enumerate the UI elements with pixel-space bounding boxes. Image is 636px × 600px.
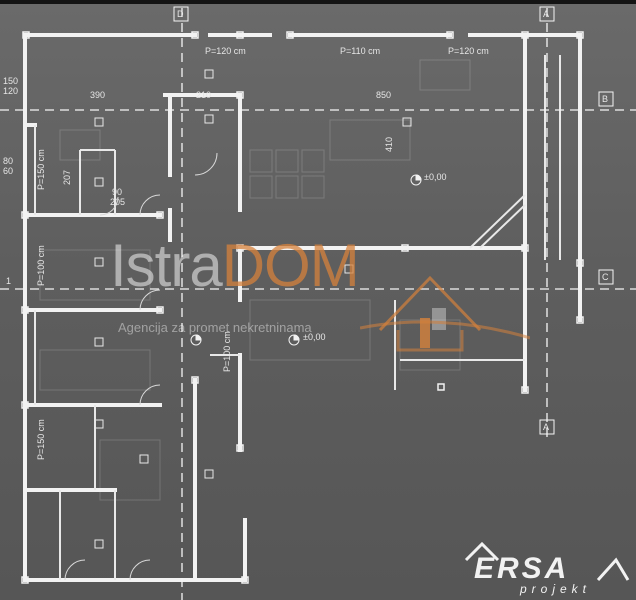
watermark-brand: IstraDOM (110, 236, 360, 296)
door-swings (64, 152, 218, 581)
opening-label: P=150 cm (36, 419, 46, 460)
opening-label: P=100 cm (222, 331, 232, 372)
dimension-label: 80 (3, 156, 14, 166)
columns (21, 31, 584, 584)
dimension-label: 120 (3, 86, 19, 96)
dimension-label: 207 (62, 169, 72, 185)
dimension-label: 410 (384, 136, 394, 152)
elevation-label: ±0,00 (424, 172, 447, 182)
partitions (34, 55, 561, 580)
opening-label: P=110 cm (340, 46, 381, 56)
axis-label-b: B (602, 94, 609, 104)
opening-label: P=100 cm (36, 245, 46, 286)
logo-subtitle: projekt (520, 582, 592, 596)
room-tags (94, 69, 412, 549)
dimension-label: 850 (376, 90, 392, 100)
axis-label-c: C (602, 272, 609, 282)
axis-bubbles (173, 6, 614, 435)
watermark-tagline: Agencija za promet nekretninama (118, 320, 312, 335)
dimension-label: 210 (196, 90, 212, 100)
dimension-label: 150 (3, 76, 19, 86)
watermark-brand-part2: DOM (221, 232, 360, 299)
axis-lines (0, 8, 636, 600)
opening-label: P=150 cm (36, 149, 46, 190)
opening-label: P=120 cm (205, 46, 246, 56)
dimension-label: 60 (3, 166, 14, 176)
axis-label-d: D (177, 9, 184, 19)
axis-label-a-bottom: A (543, 422, 550, 432)
dimension-label: 90 (112, 187, 123, 197)
opening-label: P=120 cm (448, 46, 489, 56)
elevation-markers (190, 174, 422, 346)
watermark-brand-part1: Istra (110, 232, 223, 299)
axis-label-a-top: A (543, 9, 550, 19)
axis-label-1: 1 (6, 276, 12, 286)
furniture-layer (39, 59, 471, 501)
walls (23, 33, 582, 582)
ersa-logo-icon (464, 541, 630, 582)
house-logo-icon (360, 275, 530, 352)
dimension-label: 205 (110, 197, 126, 207)
top-border (0, 0, 636, 4)
logo-name: ERSA (474, 552, 570, 585)
elevation-label: ±0,00 (303, 332, 326, 342)
dimension-label: 390 (90, 90, 106, 100)
